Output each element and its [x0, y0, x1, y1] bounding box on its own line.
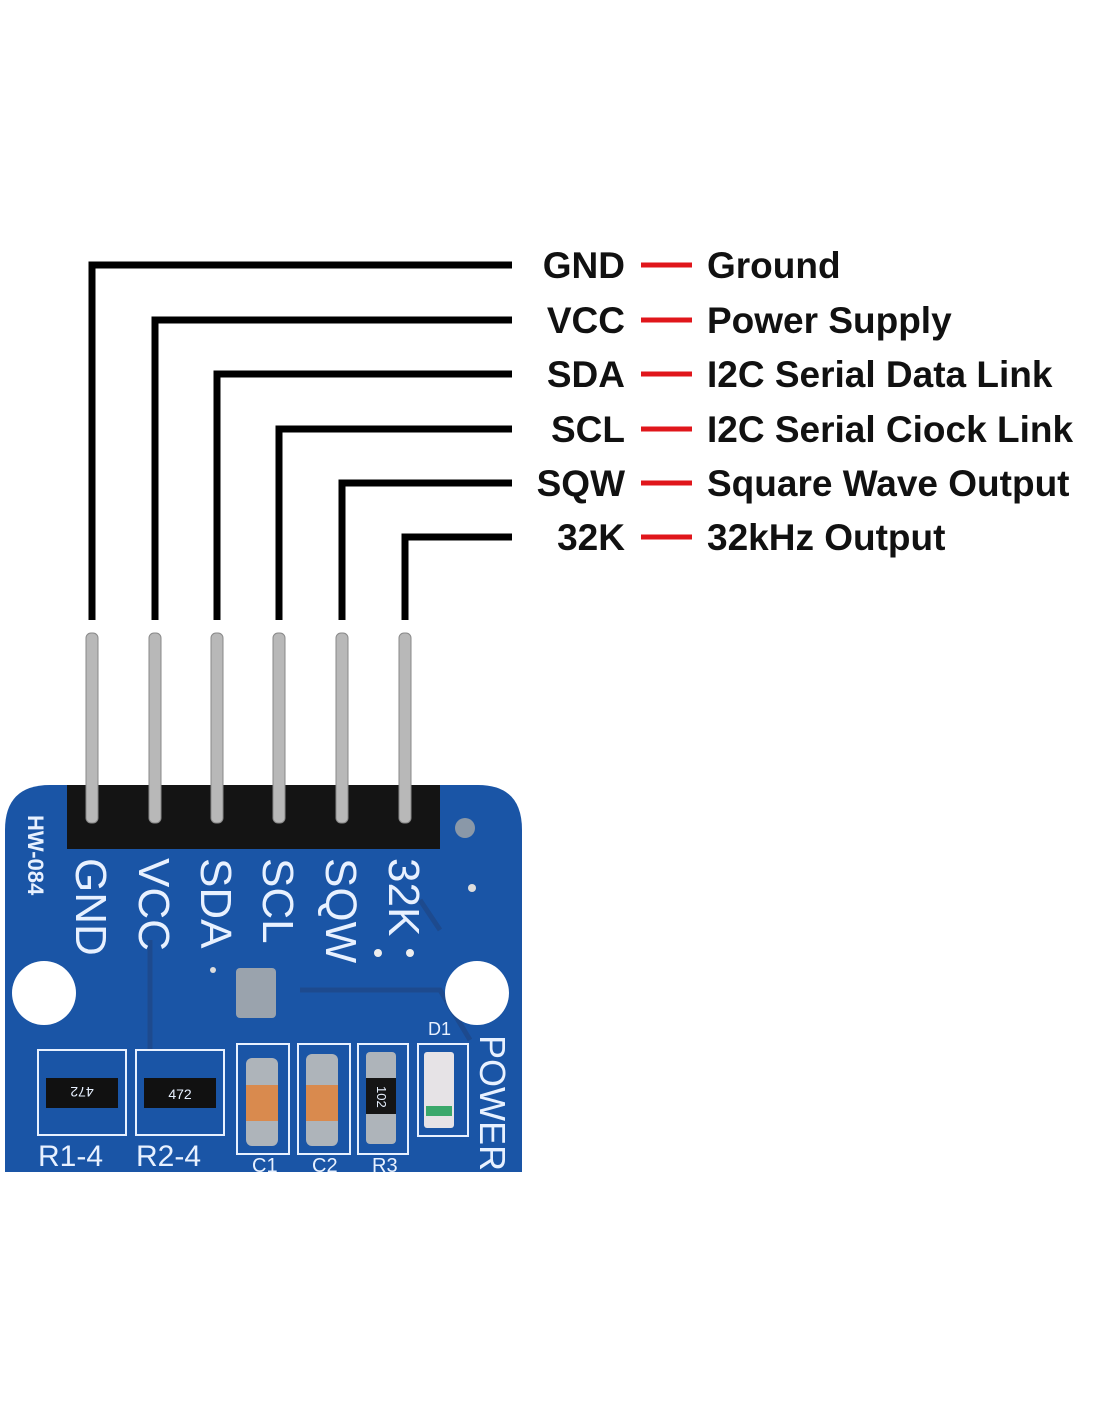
header-pin-sda [210, 632, 224, 824]
leader-line-sda [213, 370, 512, 620]
model-label: HW-084 [23, 815, 48, 896]
header-pin-sqw [335, 632, 349, 824]
silk-label-sda: SDA [191, 858, 240, 949]
leader-line-32k [401, 533, 512, 620]
header-pin-scl [272, 632, 286, 824]
pin-name-sqw: SQW [537, 463, 625, 504]
mounting-hole-left [12, 961, 76, 1025]
silk-label-32k: 32K [379, 858, 428, 936]
silk-label-scl: SCL [253, 858, 302, 944]
svg-text:D1: D1 [428, 1019, 451, 1039]
leader-line-vcc [151, 316, 512, 620]
pin-description-gnd: Ground [707, 245, 841, 286]
pin-name-vcc: VCC [547, 300, 625, 341]
silk-label-vcc: VCC [129, 858, 178, 951]
svg-text:472: 472 [168, 1086, 192, 1102]
pin-description-scl: I2C Serial Ciock Link [707, 409, 1073, 450]
header-pin-32k [398, 632, 412, 824]
leader-line-scl [275, 425, 512, 620]
pin-description-32k: 32kHz Output [707, 517, 945, 558]
silk-label-gnd: GND [66, 858, 115, 956]
svg-text:R3: R3 [372, 1155, 398, 1177]
pin-description-vcc: Power Supply [707, 300, 952, 341]
svg-text:C1: C1 [252, 1155, 278, 1177]
leader-line-sqw [338, 479, 512, 620]
pin-name-gnd: GND [543, 245, 625, 286]
leader-lines [88, 261, 512, 620]
pin-description-sda: I2C Serial Data Link [707, 354, 1053, 395]
mounting-hole-right [445, 961, 509, 1025]
resistor-r3: 102 [357, 1043, 409, 1155]
svg-text:C2: C2 [312, 1155, 338, 1177]
pin-header [67, 785, 440, 849]
silk-label-sqw: SQW [316, 858, 365, 964]
header-pin-gnd [85, 632, 99, 824]
svg-text:POWER: POWER [472, 1035, 513, 1171]
power-led-d1 [417, 1043, 469, 1137]
svg-text:R1-4: R1-4 [38, 1140, 103, 1173]
resistor-network-r1: 472 [37, 1049, 127, 1136]
svg-text:102: 102 [374, 1086, 389, 1108]
pcb-board: HW-084 GND VCC SDA SCL SQW 32K 472 472 R1-4 R… [5, 632, 522, 1177]
leader-line-gnd [88, 261, 512, 620]
svg-text:R2-4: R2-4 [136, 1140, 201, 1173]
test-pad [236, 968, 276, 1018]
svg-text:472: 472 [70, 1084, 94, 1100]
pin-description-sqw: Square Wave Output [707, 463, 1070, 504]
header-pin-vcc [148, 632, 162, 824]
capacitor-c2 [297, 1043, 351, 1155]
pin-name-scl: SCL [551, 409, 625, 450]
pin-name-32k: 32K [557, 517, 625, 558]
capacitor-c1 [236, 1043, 290, 1155]
resistor-network-r2: 472 [135, 1049, 225, 1136]
pin-name-sda: SDA [547, 354, 625, 395]
